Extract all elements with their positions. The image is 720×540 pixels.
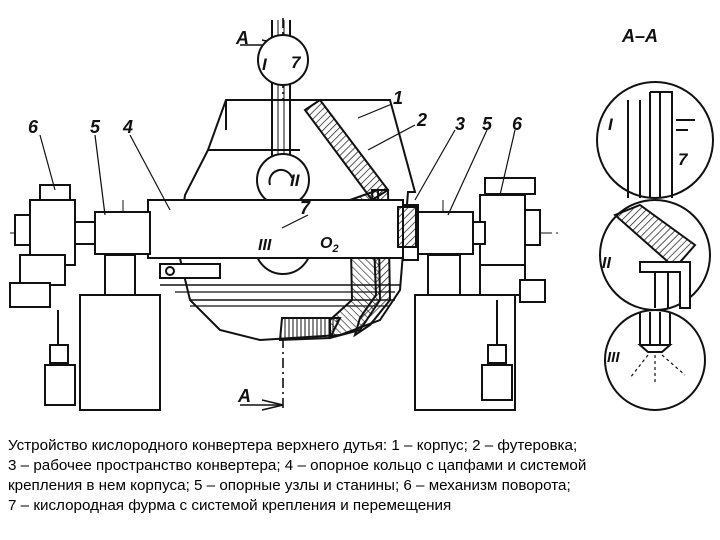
label-section-bottom: A <box>237 386 251 406</box>
caption-line-1: Устройство кислородного конвертера верхн… <box>8 437 578 454</box>
label-detail-ii: II <box>290 171 301 190</box>
detail-circle-i <box>257 34 309 86</box>
label-2: 2 <box>416 110 427 130</box>
label-section-top: A <box>235 28 249 48</box>
inset-detail-i <box>596 81 714 199</box>
figure-caption: Устройство кислородного конвертера верхн… <box>8 436 712 516</box>
label-inset-iii: III <box>607 349 620 366</box>
leader-lines <box>39 103 516 229</box>
right-support <box>397 177 546 411</box>
label-7-inset: 7 <box>678 150 689 169</box>
converter-diagram: A A A–A 1 2 3 5 6 4 5 6 I 7 II 7 III O2 … <box>9 18 714 411</box>
label-7-lance: 7 <box>291 53 302 72</box>
label-5-right: 5 <box>482 114 493 134</box>
label-6-right: 6 <box>512 114 523 134</box>
inset-detail-ii <box>599 199 711 311</box>
label-inset-i: I <box>608 115 614 134</box>
label-6-left: 6 <box>28 117 39 137</box>
label-5-left: 5 <box>90 117 101 137</box>
label-detail-iii: III <box>258 237 272 254</box>
label-4: 4 <box>122 117 133 137</box>
diagram-labels: A A A–A 1 2 3 5 6 4 5 6 I 7 II 7 III O2 … <box>28 26 689 406</box>
label-detail-i: I <box>262 55 268 74</box>
caption-line-4: 7 – кислородная фурма с системой креплен… <box>8 497 452 514</box>
label-section-title: A–A <box>621 26 658 46</box>
label-1: 1 <box>393 88 403 108</box>
caption-line-3: крепления в нем корпуса; 5 – опорные узл… <box>8 477 571 494</box>
inset-detail-iii <box>604 309 706 411</box>
left-support <box>9 184 161 411</box>
support-ring <box>147 199 404 259</box>
label-inset-ii: II <box>602 255 611 272</box>
caption-line-2: 3 – рабочее пространство конвертера; 4 –… <box>8 457 587 474</box>
label-3: 3 <box>455 114 465 134</box>
label-oxygen: O2 <box>320 235 339 255</box>
label-7-main: 7 <box>300 198 311 218</box>
